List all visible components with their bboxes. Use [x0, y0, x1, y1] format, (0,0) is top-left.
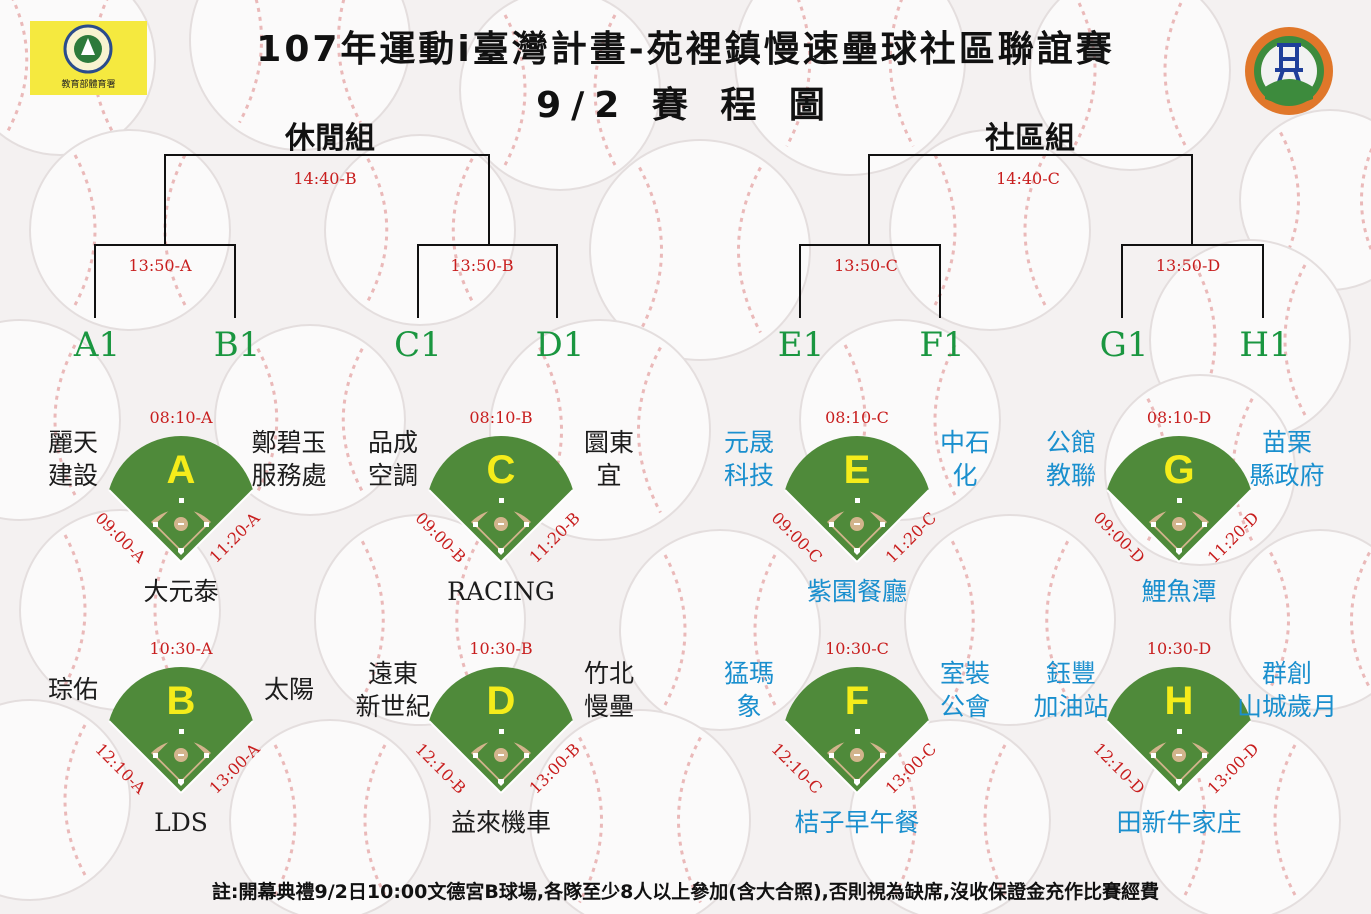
team-left: 鈺豐加油站: [1033, 659, 1109, 721]
team-left: 公館教聯: [1045, 428, 1097, 490]
field-letter: D: [486, 679, 516, 723]
team-bottom: RACING: [447, 577, 555, 606]
team-right: 竹北慢壘: [583, 659, 635, 721]
final-time-leisure: 14:40-B: [293, 169, 357, 188]
field-diagram-e: [784, 436, 930, 563]
semi-time: 13:50-A: [128, 256, 192, 275]
seed-label: E1: [777, 325, 825, 365]
team-right: 鄭碧玉服務處: [251, 428, 327, 490]
field-letter: C: [486, 448, 516, 492]
field-letter: F: [844, 679, 870, 723]
team-bottom: 田新牛家庄: [1116, 808, 1242, 837]
team-right: 室裝公會: [939, 659, 991, 721]
seed-label: B1: [213, 325, 261, 365]
field-diagram-d: [428, 667, 574, 794]
field-top-time: 08:10-A: [149, 408, 213, 427]
seed-label: C1: [394, 325, 442, 365]
semi-time: 13:50-C: [834, 256, 898, 275]
team-bottom: LDS: [154, 808, 208, 837]
semi-time: 13:50-B: [450, 256, 514, 275]
team-left: 元晟科技: [723, 428, 775, 490]
ministry-name: 教育部體育署: [61, 80, 116, 90]
group-title-community: 社區組: [985, 121, 1075, 156]
seed-label: F1: [919, 325, 965, 365]
team-bottom: 桔子早午餐: [794, 808, 920, 837]
field-letter: G: [1163, 448, 1195, 492]
team-right: 苗栗縣政府: [1249, 428, 1325, 490]
field-letter: H: [1164, 679, 1194, 723]
team-left: 品成空調: [367, 428, 419, 490]
seed-label: H1: [1239, 325, 1291, 365]
field-top-time: 08:10-B: [469, 408, 533, 427]
field-top-time: 10:30-D: [1146, 639, 1212, 658]
field-letter: B: [166, 679, 196, 723]
team-right: 圜東宜: [583, 428, 635, 490]
footnote: 註:開幕典禮9/2日10:00文德宮B球場,各隊至少8人以上參加(含大合照),否…: [211, 881, 1160, 903]
field-diagram-g: [1106, 436, 1252, 563]
town-logo-icon: [1245, 27, 1333, 115]
field-top-time: 10:30-B: [469, 639, 533, 658]
team-bottom: 益來機車: [450, 808, 552, 837]
field-diagram-c: [428, 436, 574, 563]
field-top-time: 08:10-C: [825, 408, 889, 427]
field-top-time: 08:10-D: [1146, 408, 1212, 427]
seed-label: D1: [535, 325, 585, 365]
team-left: 麗天建設: [47, 428, 99, 490]
field-diagram-f: [784, 667, 930, 794]
group-title-leisure: 休閒組: [285, 121, 375, 156]
seed-label: A1: [73, 325, 121, 365]
field-letter: E: [843, 448, 871, 492]
emblem-icon: [63, 24, 113, 74]
team-right: 中石化: [939, 428, 991, 490]
field-diagram-a: [108, 436, 254, 563]
field-diagram-h: [1106, 667, 1252, 794]
seed-label: G1: [1099, 325, 1149, 365]
ministry-logo: 教育部體育署: [30, 21, 147, 95]
team-bottom: 紫園餐廳: [806, 577, 908, 606]
team-left: 遠東新世紀: [355, 659, 431, 721]
team-right: 群創山城歲月: [1236, 659, 1338, 721]
team-left: 琮佑: [47, 675, 99, 704]
field-diagram-b: [108, 667, 254, 794]
team-bottom: 鯉魚潭: [1141, 577, 1217, 606]
field-letter: A: [166, 448, 196, 492]
team-bottom: 大元泰: [143, 577, 219, 606]
page-title: 107年運動i臺灣計畫-苑裡鎮慢速壘球社區聯誼賽: [256, 29, 1115, 70]
team-right: 太陽: [263, 675, 315, 704]
field-top-time: 10:30-C: [825, 639, 889, 658]
semi-time: 13:50-D: [1155, 256, 1221, 275]
final-time-community: 14:40-C: [996, 169, 1060, 188]
team-left: 猛瑪象: [723, 659, 775, 721]
field-top-time: 10:30-A: [149, 639, 213, 658]
page-subtitle: 9/2 賽 程 圖: [536, 85, 835, 126]
